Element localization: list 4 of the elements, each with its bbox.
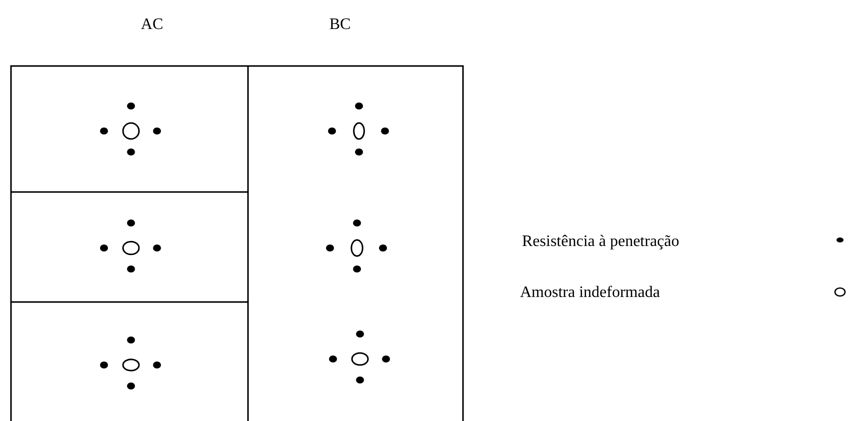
legend-label: Amostra indeformada <box>520 285 660 301</box>
legend-label: Resistência à penetração <box>522 234 680 250</box>
column-heading: AC <box>140 17 164 33</box>
column-heading: BC <box>329 17 351 33</box>
